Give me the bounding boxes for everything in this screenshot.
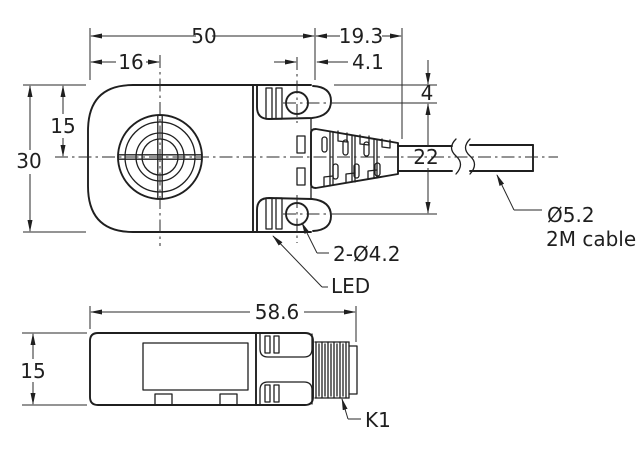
leader-mounting-holes: 2-Ø4.2	[301, 222, 401, 266]
dimension-overall-height: 30	[16, 85, 42, 232]
dim-text-16: 16	[118, 50, 143, 74]
dimension-side-height: 15	[20, 333, 46, 405]
led-window-top-2	[276, 88, 282, 119]
foot-right	[220, 394, 237, 405]
label-plate	[143, 343, 248, 390]
connector-end-cap	[349, 346, 357, 394]
label-mounting-holes: 2-Ø4.2	[333, 242, 401, 266]
label-cable-length: 2M cable	[546, 227, 636, 251]
side-led-window-3	[265, 385, 270, 402]
led-window-top-1	[266, 88, 272, 119]
dimension-gland-height: 22	[413, 103, 439, 214]
dimension-center-height: 15	[50, 85, 76, 157]
label-led: LED	[331, 274, 370, 298]
cable-gland	[311, 129, 398, 188]
foot-left	[155, 394, 172, 405]
dim-text-58-6: 58.6	[255, 300, 300, 324]
led-window-bottom-1	[266, 198, 272, 229]
side-led-window-4	[274, 385, 279, 402]
dim-text-19-3: 19.3	[339, 24, 384, 48]
label-connector: K1	[365, 408, 391, 432]
leader-led: LED	[272, 235, 370, 298]
leader-connector: K1	[342, 398, 391, 432]
dimension-gland-length: 19.3	[315, 24, 402, 48]
side-led-window-2	[274, 336, 279, 353]
top-view: 50 19.3 16 4.1 4 22	[16, 24, 636, 298]
led-window-bottom-2	[276, 198, 282, 229]
side-rear-block-bottom	[260, 382, 312, 404]
rear-window-upper	[297, 136, 305, 153]
rear-window-lower	[297, 168, 305, 185]
dim-text-4-1: 4.1	[352, 50, 384, 74]
threaded-connector	[315, 342, 357, 398]
housing-outline	[88, 85, 311, 232]
dimension-overall-width: 50	[90, 24, 315, 48]
dimension-overall-length: 58.6	[90, 300, 356, 324]
side-rear-block-top	[260, 334, 312, 357]
extension-lines-side-view	[22, 306, 356, 405]
dimension-face-center: 16	[90, 50, 160, 74]
dim-text-30: 30	[16, 149, 41, 173]
leader-cable: Ø5.2 2M cable	[497, 174, 636, 251]
dim-text-15-side: 15	[20, 359, 45, 383]
side-view: 58.6 15 K1	[20, 300, 391, 432]
dimension-ear-offset: 4	[421, 60, 434, 105]
dim-text-22: 22	[413, 145, 438, 169]
dim-text-4: 4	[421, 81, 434, 105]
dimension-hole-to-edge: 4.1	[274, 50, 384, 74]
cable	[398, 139, 533, 174]
dim-text-15-top: 15	[50, 114, 75, 138]
label-cable-diameter: Ø5.2	[547, 203, 595, 227]
dim-text-50: 50	[191, 24, 216, 48]
side-led-window-1	[265, 336, 270, 353]
